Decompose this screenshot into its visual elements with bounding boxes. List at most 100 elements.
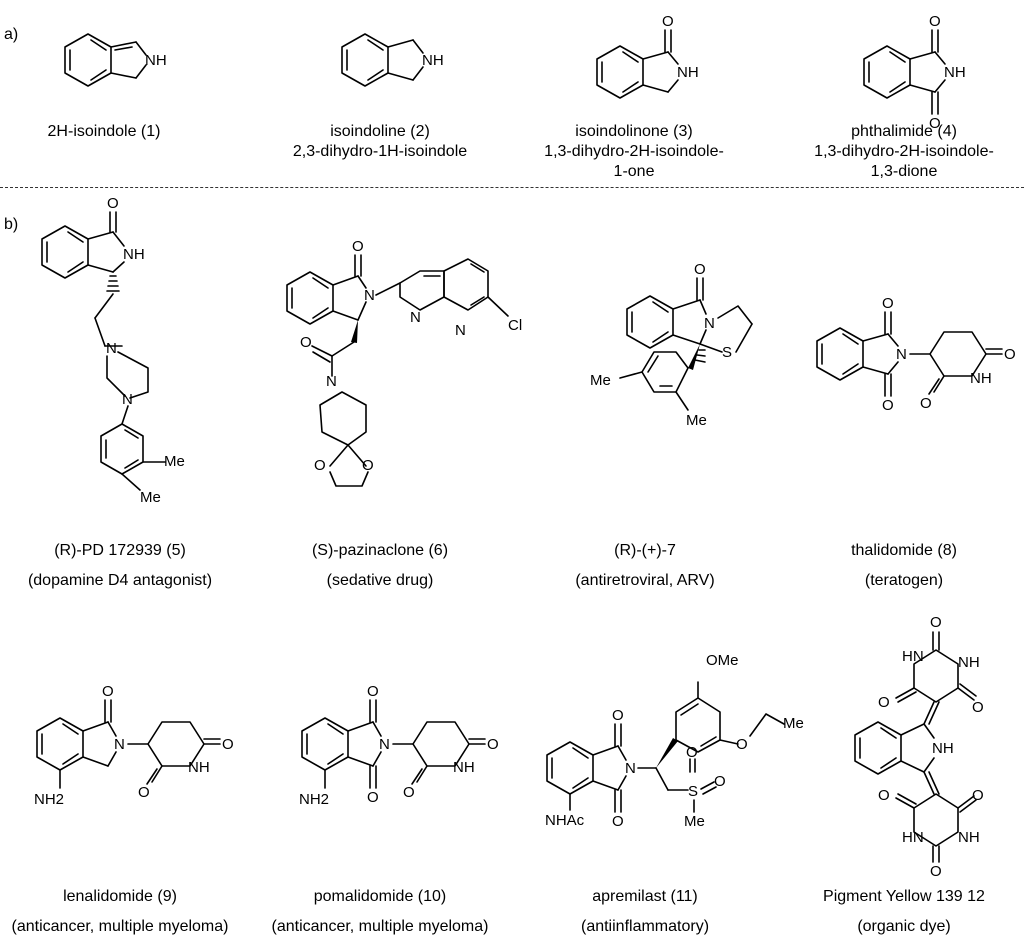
section-label-b: b) — [4, 216, 19, 233]
atom-label: NH — [677, 64, 699, 81]
atom-label: O — [487, 736, 499, 753]
caption-title: apremilast (11) — [592, 888, 698, 905]
caption-7: (R)-(+)-7 (antiretroviral, ARV) — [575, 536, 714, 596]
section-divider — [0, 187, 1024, 188]
atom-label: Cl — [508, 317, 522, 334]
atom-label: OMe — [706, 652, 739, 669]
caption-12: Pigment Yellow 139 12 (organic dye) — [823, 882, 985, 942]
caption-title: 2H-isoindole (1) — [47, 123, 161, 140]
caption-title: pomalidomide (10) — [313, 888, 447, 905]
atom-label: NH — [932, 740, 954, 757]
atom-label: O — [367, 789, 379, 806]
atom-label: O — [612, 813, 624, 830]
caption-title: lenalidomide (9) — [63, 888, 177, 905]
caption-title: (S)-pazinaclone (6) — [311, 542, 449, 559]
atom-label: O — [929, 115, 941, 132]
atom-label: O — [352, 238, 364, 255]
caption-10: pomalidomide (10) (anticancer, multiple … — [272, 882, 489, 942]
atom-label: NH — [422, 52, 444, 69]
structure-6-pazinaclone: O N N N Cl O N O O — [286, 238, 522, 487]
structure-8-thalidomide: O O N O O NH — [816, 295, 1016, 414]
atom-label: O — [882, 397, 894, 414]
atom-label: O — [972, 787, 984, 804]
atom-label: O — [300, 334, 312, 351]
caption-activity: (teratogen) — [864, 572, 944, 589]
atom-label: NH — [958, 829, 980, 846]
caption-title: Pigment Yellow 139 12 — [823, 888, 985, 905]
atom-label: O — [686, 744, 698, 761]
atom-label: Me — [164, 453, 185, 470]
caption-activity: (anticancer, multiple myeloma) — [271, 918, 489, 935]
atom-label: N — [106, 340, 117, 357]
structure-2-isoindoline: NH — [341, 33, 444, 87]
atom-label: O — [929, 13, 941, 30]
caption-title: isoindoline (2) — [330, 123, 430, 140]
caption-title: thalidomide (8) — [851, 542, 957, 559]
atom-label: O — [362, 457, 374, 474]
atom-label: Me — [783, 715, 804, 732]
caption-iupac: 1,3-dihydro-2H-isoindole- — [814, 143, 994, 160]
atom-label: NH — [958, 654, 980, 671]
atom-label: NH — [970, 370, 992, 387]
atom-label: N — [455, 322, 466, 339]
atom-label: O — [662, 13, 674, 30]
structure-7: O N S Me Me — [590, 261, 753, 429]
atom-label: N — [625, 760, 636, 777]
atom-label: Me — [590, 372, 611, 389]
caption-8: thalidomide (8) (teratogen) — [851, 536, 957, 596]
atom-label: S — [722, 344, 732, 361]
atom-label: Me — [140, 489, 161, 506]
caption-title: (R)-PD 172939 (5) — [54, 542, 186, 559]
caption-11: apremilast (11) (antiinflammatory) — [581, 882, 709, 942]
atom-label: Me — [686, 412, 707, 429]
caption-activity: (organic dye) — [857, 918, 951, 935]
caption-1: 2H-isoindole (1) — [48, 122, 161, 142]
structure-9-lenalidomide: O N O O NH NH2 — [34, 683, 234, 808]
atom-label: O — [367, 683, 379, 700]
caption-6: (S)-pazinaclone (6) (sedative drug) — [312, 536, 448, 596]
atom-label: S — [688, 783, 698, 800]
caption-iupac-cont: 1,3-dione — [870, 163, 938, 180]
caption-title: isoindolinone (3) — [575, 123, 693, 140]
atom-label: O — [882, 295, 894, 312]
atom-label: O — [1004, 346, 1016, 363]
atom-label: O — [920, 395, 932, 412]
atom-label: N — [326, 373, 337, 390]
atom-label: O — [930, 863, 942, 880]
structure-11-apremilast: O O N NHAc S O O Me OMe O Me — [545, 652, 804, 830]
caption-activity: (sedative drug) — [326, 572, 434, 589]
atom-label: NH — [123, 246, 145, 263]
structure-10-pomalidomide: O O N O O NH NH2 — [299, 683, 499, 808]
atom-label: O — [972, 699, 984, 716]
atom-label: NH2 — [299, 791, 329, 808]
atom-label: O — [736, 736, 748, 753]
atom-label: NH2 — [34, 791, 64, 808]
caption-9: lenalidomide (9) (anticancer, multiple m… — [12, 882, 229, 942]
caption-4: phthalimide (4) 1,3-dihydro-2H-isoindole… — [814, 122, 994, 182]
atom-label: O — [314, 457, 326, 474]
atom-label: O — [222, 736, 234, 753]
caption-3: isoindolinone (3) 1,3-dihydro-2H-isoindo… — [544, 122, 724, 182]
structure-1-isoindole: NH — [64, 33, 167, 87]
atom-label: O — [878, 694, 890, 711]
atom-label: N — [704, 315, 715, 332]
atom-label: N — [410, 309, 421, 326]
caption-title: phthalimide (4) — [851, 123, 957, 140]
section-label-a: a) — [4, 26, 19, 43]
atom-label: O — [878, 787, 890, 804]
caption-iupac: 1,3-dihydro-2H-isoindole- — [544, 143, 724, 160]
atom-label: N — [896, 346, 907, 363]
structure-5-pd172939: O NH N N Me Me — [41, 195, 185, 506]
atom-label: NH — [944, 64, 966, 81]
atom-label: O — [612, 707, 624, 724]
atom-label: O — [403, 784, 415, 801]
caption-activity: (antiretroviral, ARV) — [575, 572, 715, 589]
atom-label: N — [114, 736, 125, 753]
atom-label: HN — [902, 648, 924, 665]
atom-label: O — [714, 773, 726, 790]
structure-4-phthalimide: O O NH — [863, 13, 966, 132]
caption-activity: (dopamine D4 antagonist) — [27, 572, 213, 589]
caption-2: isoindoline (2) 2,3-dihydro-1H-isoindole — [293, 122, 467, 162]
caption-iupac-cont: 1-one — [613, 163, 655, 180]
